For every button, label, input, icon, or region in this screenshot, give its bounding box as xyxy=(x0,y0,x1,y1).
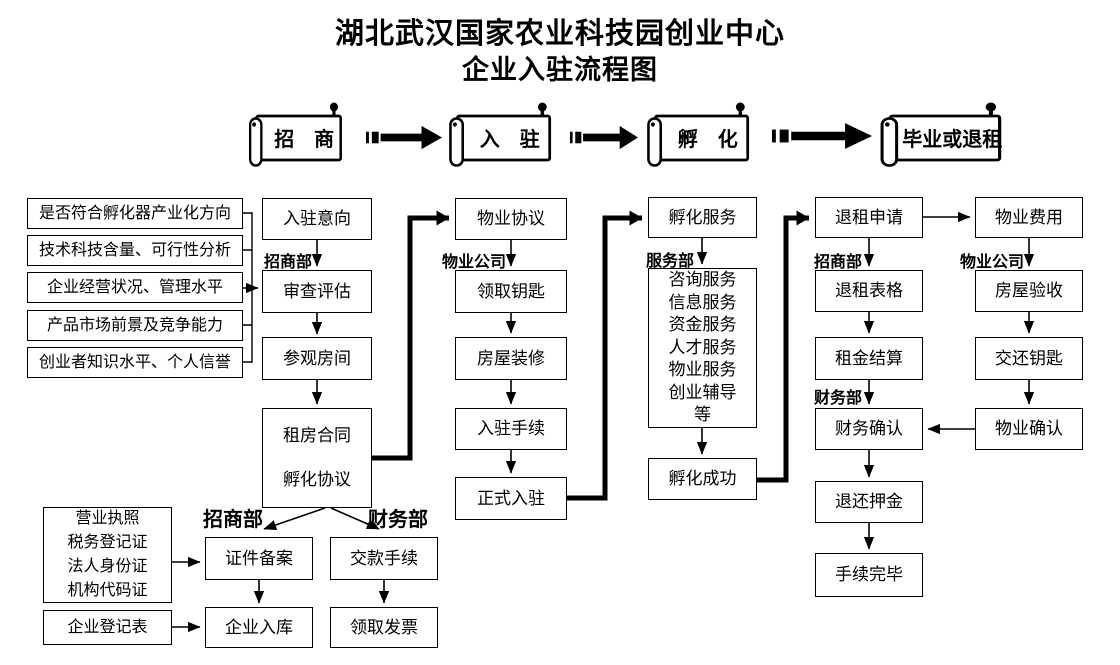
box-criteria-1: 是否符合孵化器产业化方向 xyxy=(27,198,243,229)
stage-label-incubation: 孵 化 xyxy=(677,129,738,151)
box-official-entry: 正式入驻 xyxy=(455,477,567,520)
scroll-shape-icon xyxy=(880,102,1002,167)
box-text: 领取发票 xyxy=(350,617,418,637)
criteria-bracket xyxy=(243,212,253,363)
box-receive-keys: 领取钥匙 xyxy=(455,270,567,313)
box-payment-procedures: 交款手续 xyxy=(330,537,438,580)
box-text: 房屋验收 xyxy=(995,281,1063,301)
stage-arrow-icon xyxy=(366,125,442,150)
label-dept-recruit-2: 招商部 xyxy=(813,254,862,271)
box-termination-request: 退租申请 xyxy=(815,197,923,238)
box-text: 入驻意向 xyxy=(283,209,351,229)
box-text: 领取钥匙 xyxy=(477,281,545,301)
stage-banner-recruit: 招 商 xyxy=(247,100,351,168)
box-lease-incubation-contract: 租房合同 孵化协议 xyxy=(262,408,372,508)
criteria-text: 是否符合孵化器产业化方向 xyxy=(38,204,231,222)
box-license-documents: 营业执照 税务登记证 法人身份证 机构代码证 xyxy=(43,507,172,603)
label-dept-finance-1: 财务部 xyxy=(813,390,862,407)
stage-banner-entry: 入 驻 xyxy=(447,100,561,168)
box-property-confirm: 物业确认 xyxy=(975,408,1083,450)
box-review-assess: 审查评估 xyxy=(262,270,372,313)
label-dept-finance-2: 财务部 xyxy=(368,509,428,531)
box-deposit-refund: 退还押金 xyxy=(815,481,923,523)
box-text: 财务确认 xyxy=(835,419,903,439)
box-text: 租金结算 xyxy=(835,348,903,368)
box-text: 孵化服务 xyxy=(668,207,737,227)
box-incubation-success: 孵化成功 xyxy=(648,458,757,500)
box-text: 审查评估 xyxy=(283,281,351,301)
stage-arrow-icon xyxy=(570,125,638,150)
box-document-filing: 证件备案 xyxy=(205,537,313,580)
stage-arrow-icon xyxy=(772,123,872,149)
phase-connectors xyxy=(372,210,810,501)
stage-banner-incubation: 孵 化 xyxy=(645,100,759,168)
label-dept-recruit-1: 招商部 xyxy=(263,254,312,271)
criteria-text: 创业者知识水平、个人信誉 xyxy=(38,353,231,371)
box-procedure-complete: 手续完毕 xyxy=(815,553,923,597)
box-text: 租房合同 孵化协议 xyxy=(283,426,351,489)
box-criteria-5: 创业者知识水平、个人信誉 xyxy=(27,347,243,378)
page-subtitle: 企业入驻流程图 xyxy=(462,55,658,86)
box-text: 退租申请 xyxy=(835,207,903,227)
box-incubation-service: 孵化服务 xyxy=(648,197,757,238)
box-service-list: 咨询服务 信息服务 资金服务 人才服务 物业服务 创业辅导 等 xyxy=(648,268,757,428)
box-receive-invoice: 领取发票 xyxy=(330,607,438,648)
box-house-inspection: 房屋验收 xyxy=(975,270,1083,312)
box-company-storage: 企业入库 xyxy=(205,607,313,648)
stage-label-entry: 入 驻 xyxy=(479,129,540,151)
box-termination-form: 退租表格 xyxy=(815,270,923,312)
box-text: 房屋装修 xyxy=(477,348,545,368)
label-dept-recruit-3: 招商部 xyxy=(203,509,263,531)
box-text: 参观房间 xyxy=(283,348,351,368)
criteria-text: 产品市场前景及竞争能力 xyxy=(46,316,223,334)
box-text: 交还钥匙 xyxy=(995,348,1063,368)
box-return-keys: 交还钥匙 xyxy=(975,337,1083,380)
box-text: 手续完毕 xyxy=(835,565,903,585)
box-text: 咨询服务 信息服务 资金服务 人才服务 物业服务 创业辅导 等 xyxy=(668,270,737,425)
box-text: 退租表格 xyxy=(835,281,903,301)
box-criteria-3: 企业经营状况、管理水平 xyxy=(27,272,243,303)
scroll-shape-icon xyxy=(647,102,750,167)
page-title: 湖北武汉国家农业科技园创业中心 xyxy=(334,16,785,50)
stage-label-graduate: 毕业或退租 xyxy=(902,129,1003,151)
box-text: 企业入库 xyxy=(225,617,293,637)
flow-arrows xyxy=(172,211,1035,633)
box-text: 入驻手续 xyxy=(477,419,545,439)
box-finance-confirm: 财务确认 xyxy=(815,408,923,450)
scroll-shape-icon xyxy=(248,102,342,167)
box-text: 正式入驻 xyxy=(477,488,545,508)
box-text: 物业费用 xyxy=(995,207,1063,227)
box-text: 证件备案 xyxy=(225,548,293,568)
box-property-fee: 物业费用 xyxy=(975,197,1083,238)
box-text: 退还押金 xyxy=(835,492,903,512)
stage-label-recruit: 招 商 xyxy=(274,129,335,151)
criteria-text: 企业经营状况、管理水平 xyxy=(46,278,223,296)
box-registration-form: 企业登记表 xyxy=(43,610,172,645)
box-text: 物业确认 xyxy=(995,419,1063,439)
box-rent-settlement: 租金结算 xyxy=(815,337,923,380)
box-text: 企业登记表 xyxy=(67,618,148,636)
box-criteria-4: 产品市场前景及竞争能力 xyxy=(27,310,243,341)
box-text: 营业执照 税务登记证 法人身份证 机构代码证 xyxy=(67,510,148,599)
scroll-shape-icon xyxy=(449,102,552,167)
box-criteria-2: 技术科技含量、可行性分析 xyxy=(27,235,243,266)
label-dept-property-1: 物业公司 xyxy=(441,254,506,271)
box-visit-rooms: 参观房间 xyxy=(262,337,372,380)
box-property-agreement: 物业协议 xyxy=(455,198,567,240)
box-text: 物业协议 xyxy=(477,209,545,229)
label-dept-property-2: 物业公司 xyxy=(959,254,1024,271)
box-entry-intent: 入驻意向 xyxy=(262,198,372,240)
criteria-text: 技术科技含量、可行性分析 xyxy=(38,241,231,259)
stage-banner-graduate: 毕业或退租 xyxy=(878,100,1013,168)
box-house-renovation: 房屋装修 xyxy=(455,337,567,380)
box-text: 交款手续 xyxy=(350,548,418,568)
label-dept-service: 服务部 xyxy=(645,253,694,270)
box-entry-procedures: 入驻手续 xyxy=(455,408,567,450)
box-text: 孵化成功 xyxy=(668,469,737,489)
